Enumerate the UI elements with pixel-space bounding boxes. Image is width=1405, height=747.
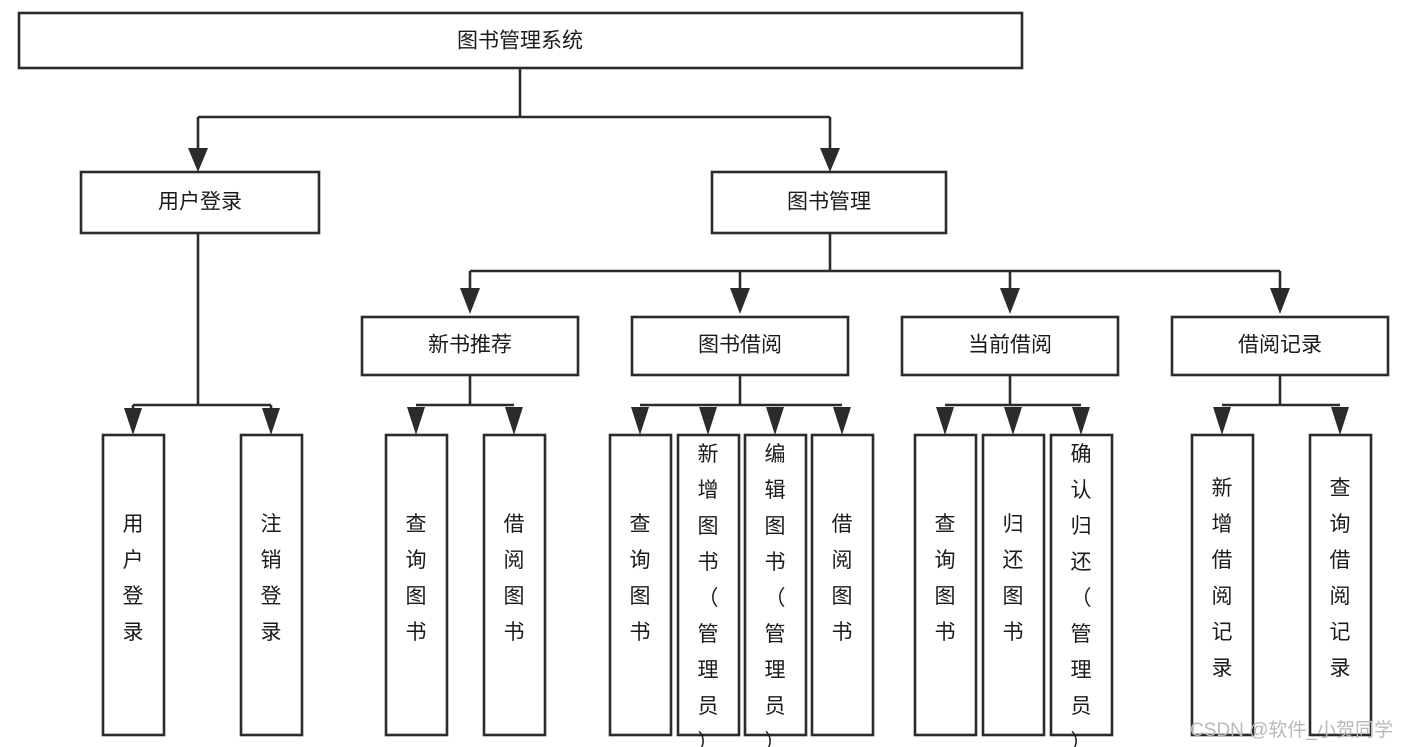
node-borrow-record-box[interactable]: [1170, 315, 1390, 377]
leaf-logout-login-box[interactable]: [239, 433, 304, 737]
arrow-leaf-user-login: [124, 408, 142, 435]
arrow-leaf-add-book: [699, 407, 717, 435]
arrow-leaf-borrow-book-1: [505, 407, 523, 435]
node-book-borrow-label: 图书借阅: [698, 334, 782, 357]
leaf-query-book-1-label: 查询图书: [406, 513, 427, 644]
arrow-to-current-borrow: [1000, 288, 1020, 314]
leaf-add-record-label: 新增借阅记录: [1212, 477, 1233, 680]
leaf-query-book-3-box[interactable]: [913, 433, 978, 737]
leaf-return-book-box[interactable]: [981, 433, 1046, 737]
leaf-add-book[interactable]: 新增图书（管理员）: [676, 433, 741, 747]
arrow-to-new-book-recommend: [460, 288, 480, 314]
node-book-manage-box[interactable]: [710, 170, 948, 235]
leaf-user-login-box[interactable]: [101, 433, 166, 737]
arrow-to-book-borrow: [730, 288, 750, 314]
connector-layer: [124, 68, 1349, 435]
leaf-query-book-1-box[interactable]: [384, 433, 449, 737]
leaf-borrow-book-2-label: 借阅图书: [832, 513, 853, 644]
arrow-leaf-borrow-book-2: [833, 407, 851, 435]
node-book-borrow[interactable]: 图书借阅: [630, 315, 850, 377]
leaf-query-record-box[interactable]: [1308, 433, 1373, 737]
node-root-box[interactable]: [17, 11, 1024, 70]
node-current-borrow-box[interactable]: [900, 315, 1120, 377]
leaf-query-book-1[interactable]: 查询图书: [384, 433, 449, 737]
leaf-query-book-3-label: 查询图书: [935, 513, 956, 644]
arrow-leaf-query-book-1: [407, 407, 425, 435]
leaf-borrow-book-2[interactable]: 借阅图书: [810, 433, 875, 737]
leaf-add-book-label: 新增图书（管理员）: [698, 443, 719, 747]
node-user-login-box[interactable]: [79, 170, 321, 235]
leaf-user-login-label: 用户登录: [123, 513, 144, 644]
arrow-to-borrow-record: [1270, 288, 1290, 314]
arrow-leaf-edit-book: [766, 407, 784, 435]
leaf-query-book-3[interactable]: 查询图书: [913, 433, 978, 737]
arrow-leaf-query-record: [1331, 407, 1349, 435]
leaf-user-login[interactable]: 用户登录: [101, 433, 166, 737]
arrow-leaf-return-book: [1004, 407, 1022, 435]
leaf-return-book-label: 归还图书: [1003, 513, 1024, 644]
node-user-login[interactable]: 用户登录: [79, 170, 321, 235]
arrow-to-user-login: [188, 148, 208, 172]
leaf-edit-book-box[interactable]: [743, 433, 808, 737]
leaf-borrow-book-2-box[interactable]: [810, 433, 875, 737]
leaf-query-book-2-label: 查询图书: [630, 513, 651, 644]
arrow-leaf-logout-login: [262, 408, 280, 435]
leaf-add-record-box[interactable]: [1190, 433, 1255, 737]
leaf-add-record[interactable]: 新增借阅记录: [1190, 433, 1255, 737]
leaf-borrow-book-1-label: 借阅图书: [504, 513, 525, 644]
arrow-leaf-query-book-3: [936, 407, 954, 435]
arrow-to-book-manage: [820, 148, 840, 172]
node-book-manage[interactable]: 图书管理: [710, 170, 948, 235]
leaf-edit-book[interactable]: 编辑图书（管理员）: [743, 433, 808, 747]
node-root[interactable]: 图书管理系统: [17, 11, 1024, 70]
arrow-leaf-add-record: [1213, 407, 1231, 435]
node-current-borrow-label: 当前借阅: [968, 334, 1052, 357]
arrow-leaf-query-book-2: [631, 407, 649, 435]
leaf-borrow-book-1-box[interactable]: [482, 433, 547, 737]
node-user-login-label: 用户登录: [158, 191, 242, 214]
leaf-query-book-2[interactable]: 查询图书: [608, 433, 673, 737]
node-new-book-recommend-label: 新书推荐: [428, 334, 512, 357]
leaf-confirm-return-box[interactable]: [1049, 433, 1114, 737]
node-book-borrow-box[interactable]: [630, 315, 850, 377]
leaf-query-record[interactable]: 查询借阅记录: [1308, 433, 1373, 737]
leaf-query-book-2-box[interactable]: [608, 433, 673, 737]
arrow-leaf-confirm-return: [1072, 407, 1090, 435]
csdn-watermark: CSDN @软件_小贺同学: [1190, 719, 1393, 741]
node-current-borrow[interactable]: 当前借阅: [900, 315, 1120, 377]
node-new-book-recommend[interactable]: 新书推荐: [360, 315, 580, 377]
node-new-book-recommend-box[interactable]: [360, 315, 580, 377]
node-book-manage-label: 图书管理: [787, 191, 871, 214]
node-root-label: 图书管理系统: [457, 30, 583, 53]
leaf-edit-book-label: 编辑图书（管理员）: [765, 443, 786, 747]
node-borrow-record[interactable]: 借阅记录: [1170, 315, 1390, 377]
leaf-logout-login[interactable]: 注销登录: [239, 433, 304, 737]
node-borrow-record-label: 借阅记录: [1238, 334, 1322, 357]
leaf-confirm-return-label: 确认归还（管理员）: [1071, 443, 1092, 747]
leaf-query-record-label: 查询借阅记录: [1330, 477, 1351, 680]
leaf-confirm-return[interactable]: 确认归还（管理员）: [1049, 433, 1114, 747]
leaf-return-book[interactable]: 归还图书: [981, 433, 1046, 737]
leaf-logout-login-label: 注销登录: [261, 513, 282, 644]
leaf-borrow-book-1[interactable]: 借阅图书: [482, 433, 547, 737]
leaf-add-book-box[interactable]: [676, 433, 741, 737]
